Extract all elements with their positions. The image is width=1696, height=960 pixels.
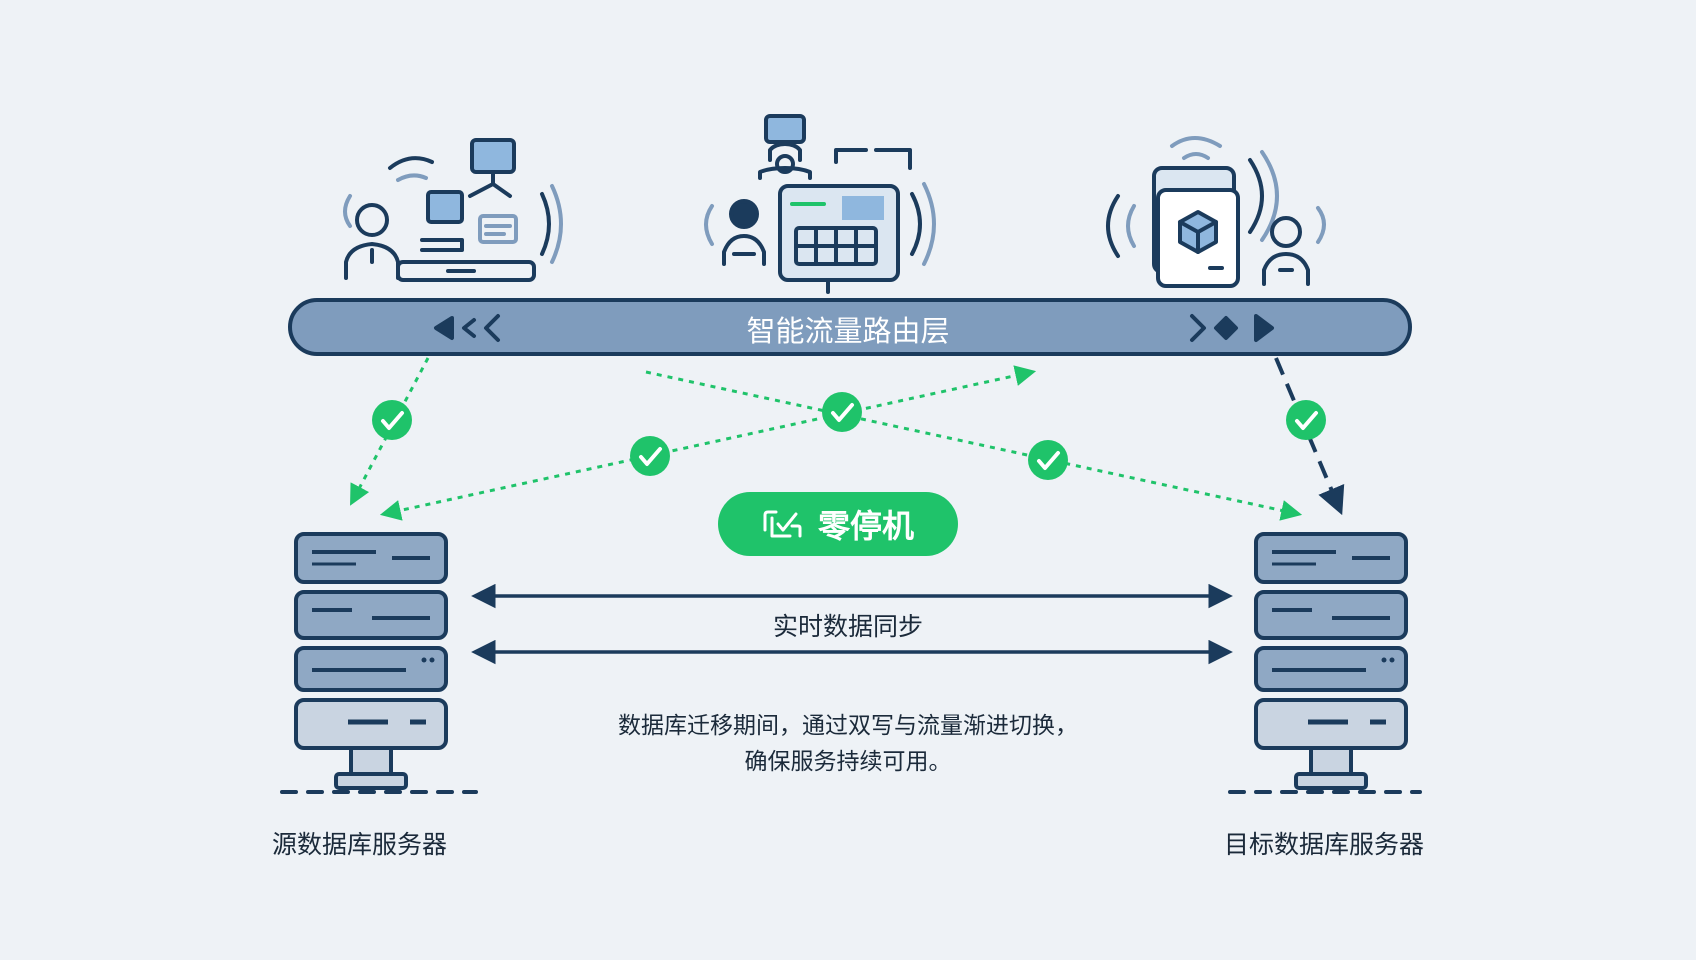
chevrons-right-icon: [1190, 314, 1274, 342]
check-icon: [628, 434, 672, 478]
routing-layer-bar: [288, 298, 1412, 356]
zero-downtime-badge: 零停机: [718, 492, 958, 556]
user-tablet-icon: [1106, 136, 1326, 288]
check-icon: [1284, 398, 1328, 442]
sync-label: 实时数据同步: [772, 612, 923, 641]
sync-arrows: [471, 583, 1233, 665]
target-server-label: 目标数据库服务器: [1224, 830, 1425, 859]
connector-cross-to-target: [645, 370, 1303, 521]
check-icon: [1026, 438, 1070, 482]
user-dashboard-icon: [704, 114, 936, 294]
source-server-label: 源数据库服务器: [272, 830, 448, 859]
zero-downtime-label: 零停机: [817, 507, 914, 545]
connector-cross-to-source: [379, 365, 1037, 521]
description-line-1: 数据库迁移期间，通过双写与流量渐进切换，: [618, 713, 1078, 739]
user-laptop-icon: [343, 138, 563, 282]
routing-layer-label: 智能流量路由层: [746, 314, 950, 348]
description-line-2: 确保服务持续可用。: [744, 749, 952, 775]
check-icon: [370, 398, 414, 442]
chevrons-left-icon: [434, 314, 500, 342]
check-icon: [820, 390, 864, 434]
switch-icon: [763, 510, 802, 538]
